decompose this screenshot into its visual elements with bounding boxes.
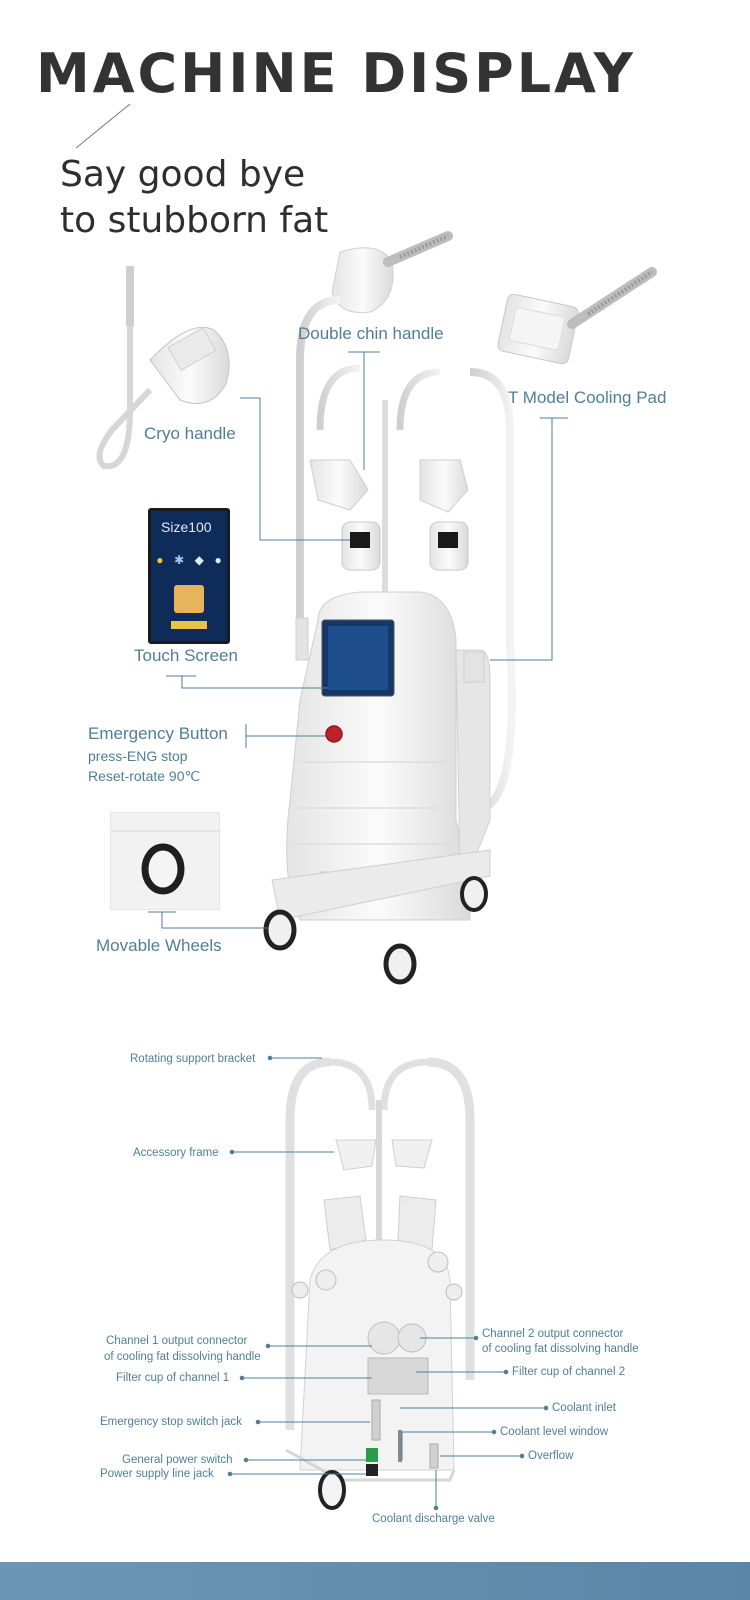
touch-screen-image: Size100 ● ✱ ◆ ● [148,508,230,644]
label-emergency-sub-2: Reset-rotate 90℃ [88,768,201,784]
label-emergency-button: Emergency Button [88,724,228,743]
label-channel2-output-1: Channel 2 output connector [482,1328,624,1340]
label-filter-cup-1: Filter cup of channel 1 [116,1372,230,1384]
rear-machine-body [285,1057,475,1510]
leader-lines-top [148,351,568,929]
screen-brand: Size100 [161,519,212,535]
label-touch-screen: Touch Screen [134,646,238,665]
cryo-handle-image [96,266,230,470]
label-emergency-stop-jack: Emergency stop switch jack [100,1416,242,1428]
wheel-photo [110,812,221,910]
label-coolant-discharge-valve: Coolant discharge valve [372,1513,495,1525]
label-overflow: Overflow [528,1450,574,1462]
label-double-chin-handle: Double chin handle [298,324,444,343]
label-accessory-frame: Accessory frame [133,1147,219,1159]
footer-bar [0,1562,750,1600]
page-title: MACHINE DISPLAY [36,42,636,105]
emergency-button-icon [325,725,343,743]
label-emergency-sub-1: press-ENG stop [88,748,188,764]
diamond-icon: ◆ [194,553,204,567]
t-model-pad-image [497,267,657,365]
snowflake-icon: ✱ [174,553,185,567]
tagline-line-2: to stubborn fat [60,200,329,241]
double-chin-handle-image [331,231,453,314]
label-filter-cup-2: Filter cup of channel 2 [512,1366,626,1378]
machine-body [263,296,516,985]
label-general-power-switch: General power switch [122,1454,233,1466]
label-rotating-support-bracket: Rotating support bracket [130,1053,256,1065]
label-coolant-inlet: Coolant inlet [552,1402,616,1414]
label-channel1-output-2: of cooling fat dissolving handle [104,1351,261,1363]
leader-lines-rear [227,1055,549,1511]
sun-icon: ● [156,553,164,567]
label-movable-wheels: Movable Wheels [96,936,222,955]
label-coolant-level-window: Coolant level window [500,1426,609,1438]
body-figure-icon [174,585,204,613]
label-t-model-cooling-pad: T Model Cooling Pad [508,388,667,407]
tagline-line-1: Say good bye [60,154,306,195]
label-channel2-output-2: of cooling fat dissolving handle [482,1343,639,1355]
person-icon: ● [214,553,222,567]
label-cryo-handle: Cryo handle [144,424,236,443]
label-channel1-output-1: Channel 1 output connector [106,1335,248,1347]
tagline: Say good bye to stubborn fat [60,152,328,244]
label-power-supply-jack: Power supply line jack [100,1468,214,1480]
screen-icons: ● ✱ ◆ ● [151,553,227,567]
